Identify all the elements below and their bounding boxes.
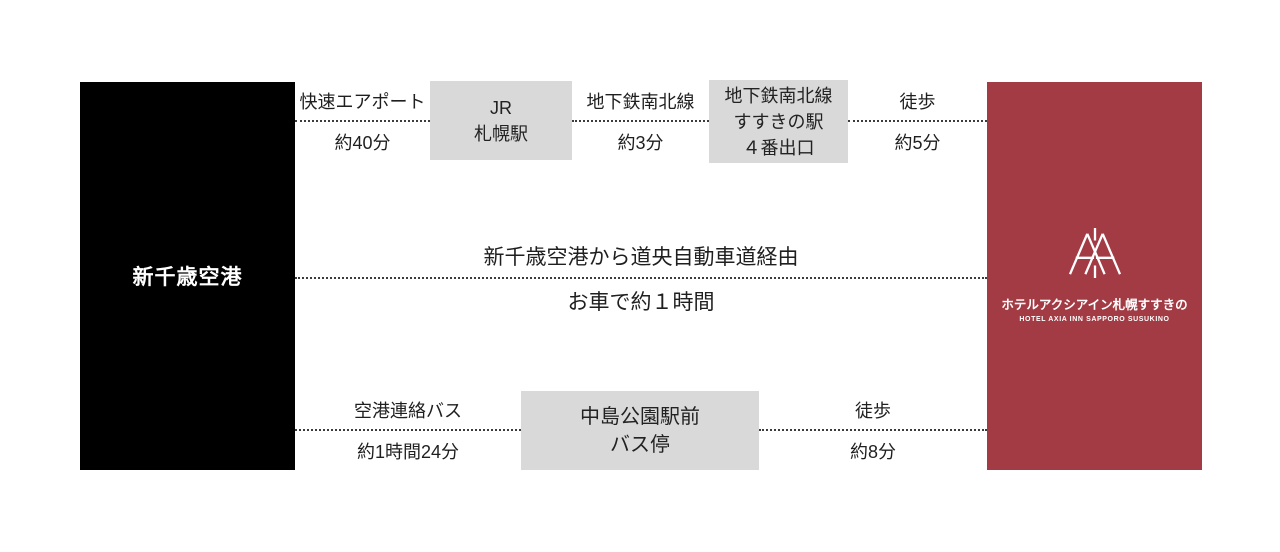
train-segment-walk: 徒歩 約5分 [848,82,987,160]
segment-means-label: 地下鉄南北線 [586,91,695,112]
dotted-route-line [759,429,987,431]
hotel-name-english: HOTEL AXIA INN SAPPORO SUSUKINO [1019,315,1170,323]
hotel-box: ホテルアクシアイン札幌すすきの HOTEL AXIA INN SAPPORO S… [987,82,1202,470]
segment-means-label: 空港連絡バス [354,401,462,421]
stop-label-line: 地下鉄南北線 [724,85,833,106]
bus-segment-walk: 徒歩 約8分 [759,391,987,470]
dotted-route-line [848,119,987,122]
stop-label-line: 中島公園駅前 [580,405,700,428]
segment-duration-label: 約40分 [334,132,391,153]
stop-label-line: 札幌駅 [474,123,528,144]
segment-duration-label: 約8分 [849,442,896,462]
segment-means-label: 快速エアポート [299,91,426,112]
stop-label-line: すすきの駅 [733,111,824,132]
stop-label-line: バス停 [610,433,670,456]
hotel-name-japanese: ホテルアクシアイン札幌すすきの [1001,297,1188,312]
stop-label-line: ４番出口 [742,137,815,158]
segment-duration-label: 約3分 [617,132,664,153]
segment-means-label: 新千歳空港から道央自動車道経由 [483,245,799,269]
segment-duration-label: 約1時間24分 [356,442,460,462]
car-segment-expressway: 新千歳空港から道央自動車道経由 お車で約１時間 [295,239,987,317]
origin-airport-label: 新千歳空港 [132,266,243,289]
axia-monogram-icon [1068,227,1121,278]
stop-nakajima-koen-bus-stop: 中島公園駅前 バス停 [521,391,759,470]
segment-means-label: 徒歩 [855,401,891,421]
segment-duration-label: お車で約１時間 [567,290,715,314]
segment-means-label: 徒歩 [899,91,936,112]
segment-duration-label: 約5分 [894,132,941,153]
train-segment-namboku-line: 地下鉄南北線 約3分 [572,82,709,160]
dotted-route-line [295,276,987,279]
stop-label-line: JR [490,97,512,118]
dotted-route-line [295,429,521,431]
stop-susukino-station-exit4: 地下鉄南北線 すすきの駅 ４番出口 [709,80,848,163]
stop-jr-sapporo-station: JR 札幌駅 [430,81,572,160]
origin-airport-box: 新千歳空港 [80,82,295,470]
dotted-route-line [572,119,709,122]
train-segment-rapid-airport: 快速エアポート 約40分 [295,82,430,160]
dotted-route-line [295,119,430,122]
bus-segment-airport-bus: 空港連絡バス 約1時間24分 [295,391,521,470]
